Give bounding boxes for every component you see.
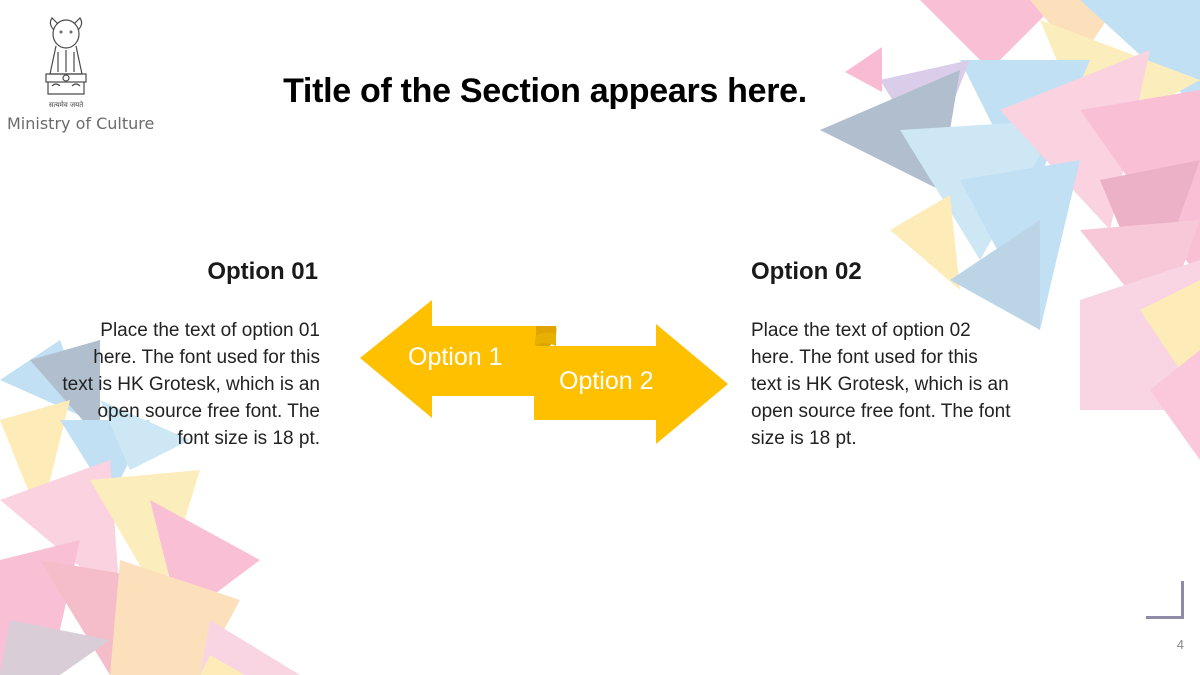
arrow-label-option-1: Option 1 (408, 343, 503, 371)
corner-bracket (1146, 581, 1184, 619)
left-arrow-shape (360, 300, 550, 418)
organization-name: Ministry of Culture (7, 114, 155, 133)
arrow-label-option-2: Option 2 (559, 367, 654, 395)
emblem-motto: सत्यमेव जयते (48, 101, 84, 109)
option-02-heading: Option 02 (751, 258, 862, 285)
national-emblem-icon (45, 17, 87, 95)
option-01-text: Place the text of option 01 here. The fo… (62, 320, 320, 449)
page-number: 4 (1176, 637, 1184, 652)
right-arrow-shape (534, 324, 728, 444)
option-01-heading: Option 01 (207, 258, 318, 285)
page-title: Title of the Section appears here. (283, 72, 807, 110)
double-arrow-graphic (360, 300, 728, 444)
option-02-text: Place the text of option 02 here. The fo… (751, 320, 1011, 449)
